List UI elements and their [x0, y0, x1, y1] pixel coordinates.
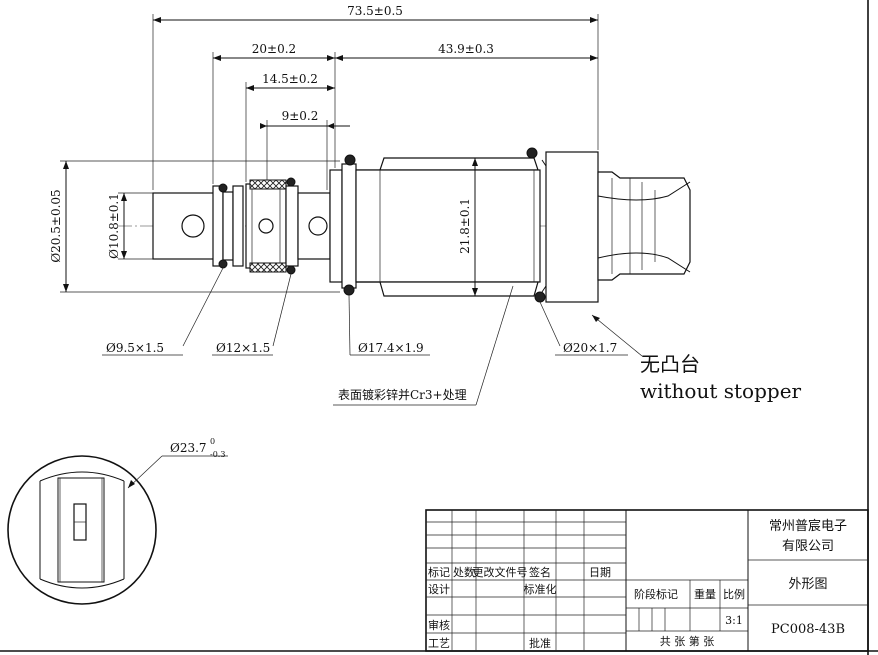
label-design: 设计 — [428, 583, 450, 596]
company-line-1: 常州普宸电子 — [769, 518, 847, 534]
dim-groove: 9±0.2 — [282, 109, 319, 123]
label-process: 工艺 — [428, 637, 450, 650]
hdr-mark: 标记 — [428, 565, 450, 579]
end-cap — [545, 151, 599, 303]
oring-3-bottom — [343, 284, 355, 296]
callout-oring-2: Ø12×1.5 — [216, 341, 270, 355]
callout-oring-1: Ø9.5×1.5 — [106, 341, 164, 355]
label-sheets: 共 张 第 张 — [660, 634, 715, 648]
dim-end-dia-lower: -0.3 — [210, 450, 225, 459]
dim-outer-dia: Ø20.5±0.05 — [49, 189, 63, 262]
end-view-outer-circle — [7, 455, 157, 605]
filter-mesh-bottom — [249, 262, 287, 273]
drawing-number: PC008-43B — [771, 622, 845, 637]
hdr-sign: 签名 — [529, 565, 551, 579]
oring-2-top — [286, 177, 296, 187]
callout-oring-4: Ø20×1.7 — [563, 341, 617, 355]
dimension-texts: 73.5±0.5 20±0.2 43.9±0.3 14.5±0.2 9±0.2 … — [49, 4, 494, 263]
callout-no-stopper-cn: 无凸台 — [640, 352, 700, 376]
oring-3-top — [344, 154, 356, 166]
scale-value: 3:1 — [725, 614, 743, 627]
oring-4-top — [526, 147, 538, 159]
hdr-date: 日期 — [589, 566, 611, 579]
dimension-lines — [60, 14, 599, 296]
dim-mid-section: 14.5±0.2 — [262, 72, 318, 86]
valve-side-view — [118, 147, 691, 303]
label-weight: 重量 — [694, 587, 716, 601]
callout-leaders — [102, 267, 643, 406]
filter-mesh-top — [249, 179, 287, 190]
callout-no-stopper-en: without stopper — [640, 379, 802, 403]
oring-2-bottom — [286, 265, 296, 275]
dim-right-section: 43.9±0.3 — [438, 42, 494, 56]
dim-end-dia-upper: 0 — [210, 437, 215, 446]
label-stage-mark: 阶段标记 — [634, 587, 678, 601]
title-block — [425, 509, 869, 652]
label-scale: 比例 — [723, 587, 745, 601]
callout-texts: Ø9.5×1.5 Ø12×1.5 Ø17.4×1.9 Ø20×1.7 表面镀彩锌… — [106, 341, 802, 403]
label-review: 审核 — [428, 618, 450, 632]
dim-inner-dia: Ø10.8±0.1 — [107, 193, 121, 259]
label-standardize: 标准化 — [524, 582, 557, 596]
dim-end-dia: Ø23.7 — [170, 441, 207, 455]
dim-left-section: 20±0.2 — [252, 42, 296, 56]
company-line-2: 有限公司 — [782, 539, 834, 554]
dim-body-dia: 21.8±0.1 — [458, 198, 472, 254]
oring-4-bottom — [534, 291, 546, 303]
dim-overall-length: 73.5±0.5 — [347, 4, 403, 18]
filter-hole — [258, 218, 274, 234]
callout-oring-3: Ø17.4×1.9 — [358, 341, 424, 355]
callout-surface-treatment: 表面镀彩锌并Cr3+处理 — [338, 388, 467, 402]
oring-1-bottom — [218, 259, 228, 269]
main-body — [355, 169, 541, 283]
hdr-doc: 更改文件号 — [473, 565, 528, 579]
oring-1-top — [218, 183, 228, 193]
label-approve: 批准 — [529, 636, 551, 650]
left-port-hole — [181, 214, 205, 238]
middle-port-hole — [308, 216, 328, 236]
drawing-name: 外形图 — [788, 577, 827, 592]
title-block-texts: 常州普宸电子 有限公司 外形图 PC008-43B 标记 处数 更改文件号 签名… — [428, 518, 847, 650]
hdr-count: 处数 — [453, 566, 475, 579]
end-view: Ø23.7 0 -0.3 — [7, 437, 228, 605]
